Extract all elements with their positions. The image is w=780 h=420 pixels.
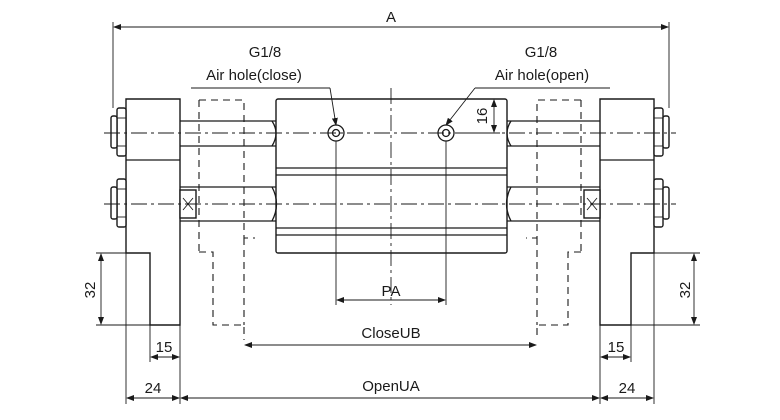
left-nut-lower: [110, 178, 127, 228]
dimension-right-24: [600, 253, 655, 404]
dimension-left-15: [149, 325, 181, 362]
dimension-left-32: [96, 252, 150, 326]
dimension-right-32-label: 32: [677, 282, 694, 299]
dimension-right-24-label: 24: [619, 380, 636, 397]
right-nut-lower: [653, 178, 670, 228]
left-nut-upper: [110, 107, 127, 157]
dimension-a-label: A: [386, 9, 396, 26]
dimension-closeub-label: CloseUB: [361, 325, 420, 342]
port-leaders: [191, 87, 610, 126]
center-lines: [104, 88, 676, 305]
dimension-right-15-label: 15: [608, 339, 625, 356]
dimension-16: [455, 98, 500, 134]
dimension-a: [112, 22, 670, 108]
right-nut-upper: [653, 107, 670, 157]
dimension-left-24-label: 24: [145, 380, 162, 397]
open-port-label: Air hole(open): [495, 67, 589, 84]
dimension-right-15: [599, 325, 632, 404]
dimension-left-15-label: 15: [156, 339, 173, 356]
hidden-jaw-outlines: [198, 99, 582, 340]
dimension-openua-label: OpenUA: [362, 378, 420, 395]
dimension-right-32: [600, 252, 700, 326]
dimension-16-label: 16: [474, 108, 491, 125]
close-port-label: Air hole(close): [206, 67, 302, 84]
dimension-left-32-label: 32: [82, 282, 99, 299]
close-port-thread: G1/8: [249, 44, 282, 61]
dimension-pa: [335, 141, 447, 305]
cylinder-body: [275, 98, 508, 254]
open-port-thread: G1/8: [525, 44, 558, 61]
dimension-pa-label: PA: [382, 283, 401, 300]
